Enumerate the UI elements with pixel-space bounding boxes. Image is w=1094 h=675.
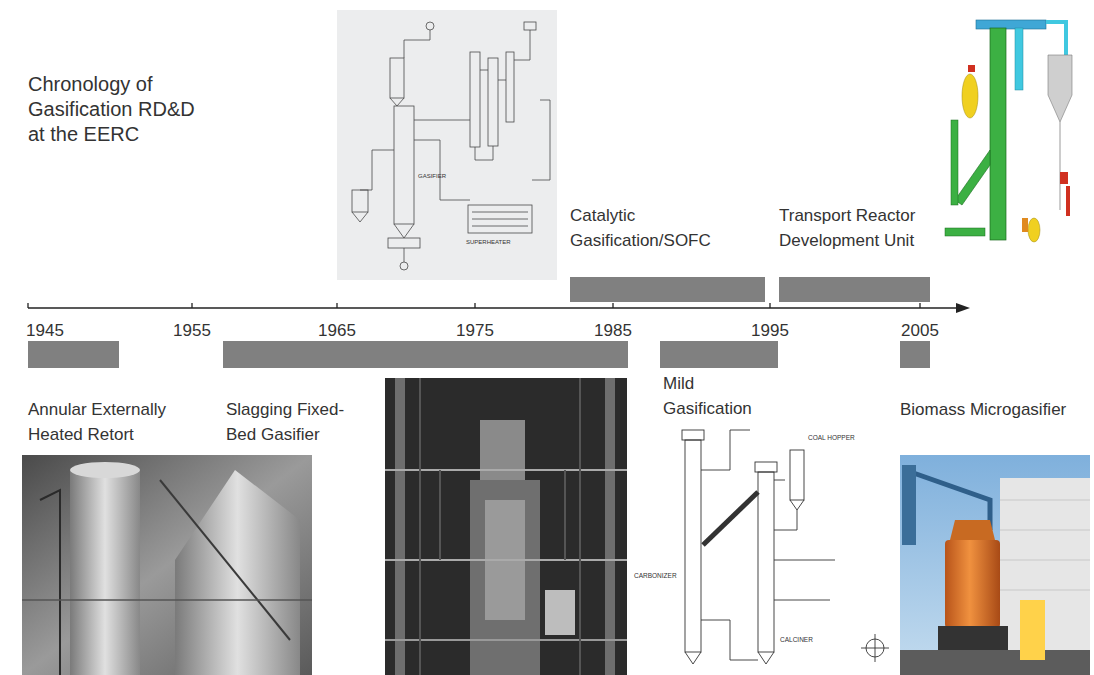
year-label: 1945	[25, 318, 65, 343]
year-label: 1985	[593, 318, 633, 343]
year-label: 1975	[455, 318, 495, 343]
year-label: 1995	[750, 318, 790, 343]
microgasifier-photo	[900, 455, 1090, 675]
period-label: Mild Gasification	[663, 371, 768, 421]
transport-reactor-drawing	[937, 10, 1092, 253]
period-label: Biomass Microgasifier	[900, 397, 1066, 422]
part-name: GASIFIER	[418, 172, 446, 180]
diagram-title: Chronology of Gasification RD&D at the E…	[28, 72, 208, 147]
part-name: SUPERHEATER	[466, 238, 511, 246]
period-label: Transport Reactor Development Unit	[779, 203, 934, 253]
year-label: 1955	[172, 318, 212, 343]
part-name: CALCINER	[780, 636, 813, 644]
part-name: COAL HOPPER	[808, 434, 855, 442]
year-label: 2005	[900, 318, 940, 343]
slagging-gasifier-photo	[385, 378, 627, 675]
year-label: 1965	[317, 318, 357, 343]
period-label: Slagging Fixed-Bed Gasifier	[226, 397, 361, 447]
period-bars	[28, 277, 930, 368]
part-name: CARBONIZER	[634, 572, 677, 580]
time-axis	[28, 303, 970, 313]
period-label: Catalytic Gasification/SOFC	[570, 203, 725, 253]
period-label: Annular Externally Heated Retort	[28, 397, 200, 447]
gasifier-schematic	[337, 10, 557, 280]
retort-photo	[22, 455, 312, 675]
mild-gasification-schematic	[630, 418, 900, 675]
